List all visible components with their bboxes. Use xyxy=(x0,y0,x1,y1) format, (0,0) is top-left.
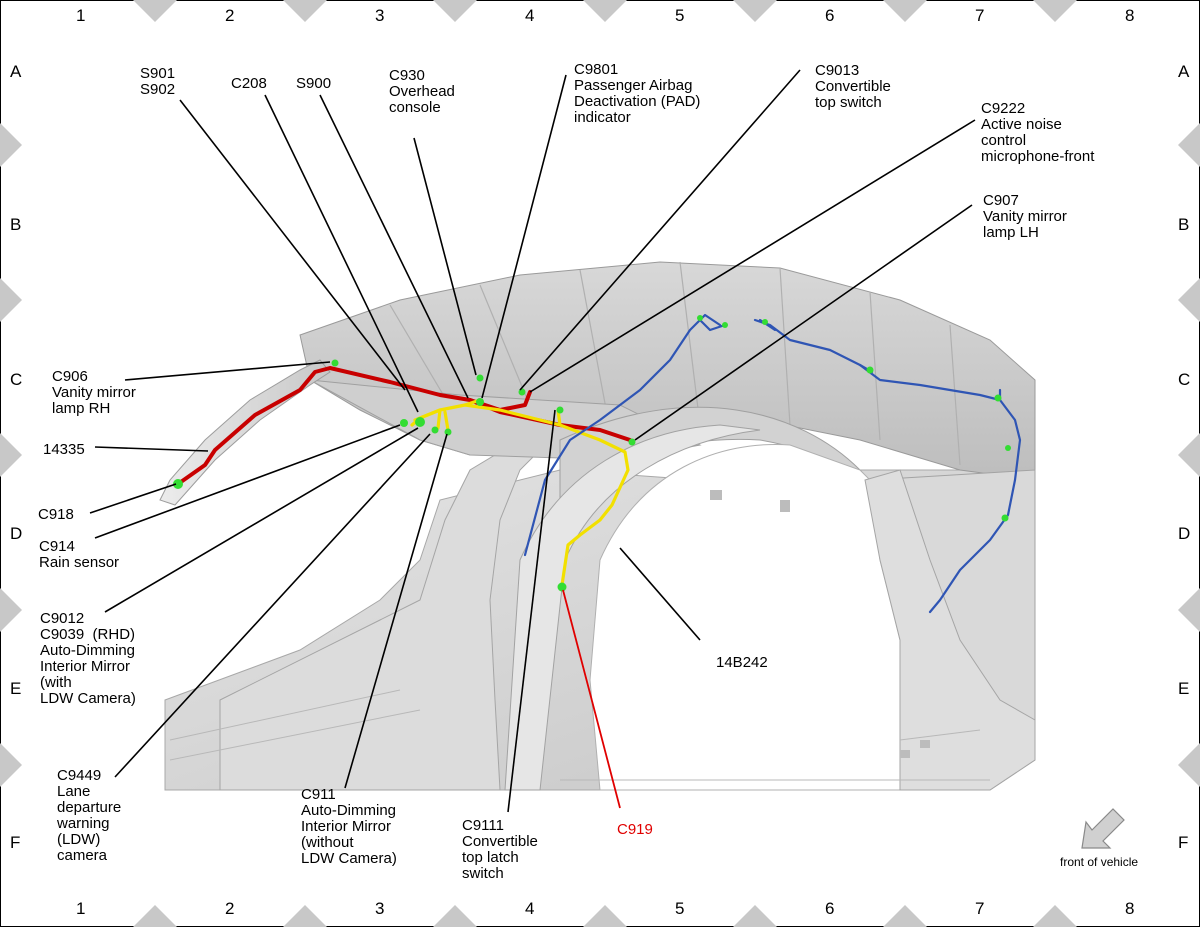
grid-col-top-3: 3 xyxy=(375,6,385,25)
grid-col-top-6: 6 xyxy=(825,6,835,25)
label-s901-s902: S901 S902 xyxy=(140,65,176,98)
grid-col-top-4: 4 xyxy=(525,6,535,25)
grid-marker-triangle xyxy=(283,0,327,22)
label-14335: 14335 xyxy=(43,441,85,458)
label-c9111: C9111 Convertible top latch switch xyxy=(462,817,538,882)
grid-col-bottom-7: 7 xyxy=(975,899,985,918)
label-c918: C918 xyxy=(38,506,74,523)
grid-col-top-7: 7 xyxy=(975,6,985,25)
label-c930: C930 Overhead console xyxy=(389,67,455,116)
label-c906: C906 Vanity mirror lamp RH xyxy=(52,368,136,417)
label-c208: C208 xyxy=(231,75,267,92)
grid-marker-triangle xyxy=(733,0,777,22)
connectors xyxy=(173,315,1011,592)
grid-row-right-b: B xyxy=(1178,215,1190,234)
label-c919: C919 xyxy=(617,821,653,838)
grid-marker-triangle xyxy=(1033,905,1077,927)
grid-row-right-a: A xyxy=(1178,62,1190,81)
grid-col-top-2: 2 xyxy=(225,6,235,25)
label-c907: C907 Vanity mirror lamp LH xyxy=(983,192,1067,241)
label-s900: S900 xyxy=(296,75,332,92)
leader-lines xyxy=(89,69,976,813)
grid-marker-triangle xyxy=(1178,743,1200,787)
grid-col-bottom-1: 1 xyxy=(76,899,86,918)
grid-marker-triangle xyxy=(1178,123,1200,167)
grid-marker-triangle xyxy=(283,905,327,927)
grid-col-top-5: 5 xyxy=(675,6,685,25)
grid-col-top-1: 1 xyxy=(76,6,86,25)
grid-marker-triangle xyxy=(883,0,927,22)
grid-row-right-e: E xyxy=(1178,679,1190,698)
grid-marker-triangle xyxy=(1178,433,1200,477)
label-c9013: C9013 Convertible top switch xyxy=(815,62,891,111)
front-of-vehicle-label: front of vehicle xyxy=(1060,855,1139,869)
grid-col-bottom-4: 4 xyxy=(525,899,535,918)
label-c914: C914 Rain sensor xyxy=(39,538,120,571)
grid-marker-triangle xyxy=(133,0,177,22)
label-c9801: C9801 Passenger Airbag Deactivation (PAD… xyxy=(574,61,701,126)
arrow-icon xyxy=(1081,808,1125,849)
grid-row-left-b: B xyxy=(10,215,22,234)
vehicle-body xyxy=(159,261,1036,791)
grid-marker-triangle xyxy=(883,905,927,927)
grid-row-left-c: C xyxy=(10,370,23,389)
grid-marker-triangle xyxy=(733,905,777,927)
grid-col-bottom-2: 2 xyxy=(225,899,235,918)
grid-col-bottom-3: 3 xyxy=(375,899,385,918)
grid-marker-triangle xyxy=(1033,0,1077,22)
leader-c919 xyxy=(562,589,621,809)
label-c9222: C9222 Active noise control microphone-fr… xyxy=(981,100,1095,165)
grid-row-right-c: C xyxy=(1178,370,1191,389)
grid-marker-triangle xyxy=(1178,588,1200,632)
grid-marker-triangle xyxy=(0,588,22,632)
grid-row-right-d: D xyxy=(1178,524,1191,543)
label-c9012: C9012 C9039 (RHD) Auto-Dimming Interior … xyxy=(40,610,136,707)
label-c911: C911 Auto-Dimming Interior Mirror (witho… xyxy=(301,786,397,867)
grid-row-left-d: D xyxy=(10,524,23,543)
grid-marker-triangle xyxy=(133,905,177,927)
grid-row-right-f: F xyxy=(1178,833,1189,852)
label-14b242: 14B242 xyxy=(716,654,768,671)
grid-col-bottom-8: 8 xyxy=(1125,899,1135,918)
label-c9449: C9449 Lane departure warning (LDW) camer… xyxy=(57,767,122,864)
grid-col-bottom-5: 5 xyxy=(675,899,685,918)
grid-marker-triangle xyxy=(0,123,22,167)
grid-marker-triangle xyxy=(0,278,22,322)
grid-marker-triangle xyxy=(583,0,627,22)
grid-row-left-e: E xyxy=(10,679,22,698)
grid-marker-triangle xyxy=(0,433,22,477)
grid-row-left-f: F xyxy=(10,833,21,852)
grid-marker-triangle xyxy=(433,905,477,927)
grid-row-left-a: A xyxy=(10,62,22,81)
grid-marker-triangle xyxy=(1178,278,1200,322)
grid-marker-triangle xyxy=(583,905,627,927)
grid-col-top-8: 8 xyxy=(1125,6,1135,25)
grid-col-bottom-6: 6 xyxy=(825,899,835,918)
grid-marker-triangle xyxy=(433,0,477,22)
grid-marker-triangle xyxy=(0,743,22,787)
